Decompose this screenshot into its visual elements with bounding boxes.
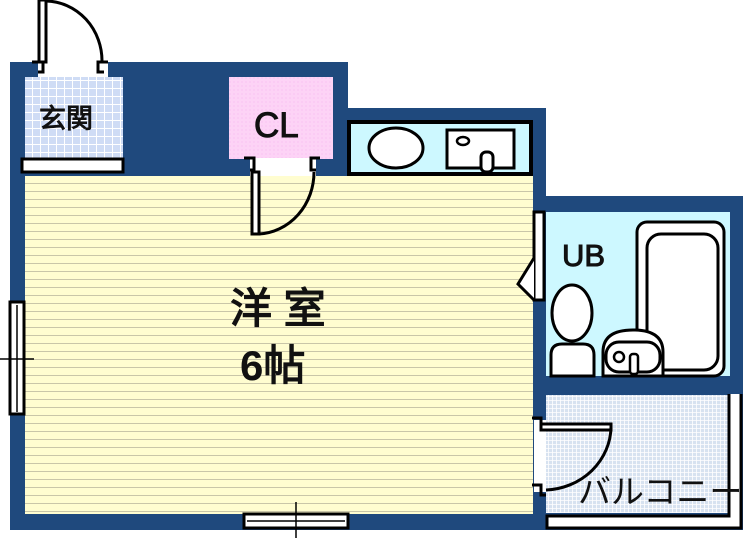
bathtub-inner-icon — [645, 232, 720, 372]
washbasin-faucet-icon — [628, 352, 640, 376]
closet-label: CL — [254, 106, 300, 145]
toilet-tank-icon — [549, 342, 596, 378]
south-window — [242, 502, 350, 538]
balcony-door-frame-bottom — [532, 483, 546, 497]
balcony-door-opening — [534, 420, 546, 492]
washbasin-drain-icon — [612, 350, 626, 364]
closet-floor — [229, 77, 333, 159]
closet-door-frame-right — [309, 156, 320, 172]
toilet-bowl-icon — [550, 283, 594, 343]
bath-label: UB — [561, 238, 606, 273]
main-room-label: 洋 室 — [230, 285, 326, 332]
entrance-label: 玄関 — [39, 104, 93, 134]
balcony-label: バルコニー — [578, 473, 743, 510]
stove-icon — [367, 126, 425, 170]
balcony-rail — [545, 394, 743, 530]
bath-door — [532, 210, 546, 302]
kitchen-drain-icon — [455, 135, 471, 147]
main-room-floor — [25, 176, 533, 514]
closet-door-swing — [258, 171, 316, 236]
entrance-door-opening — [38, 62, 108, 77]
west-window — [0, 300, 34, 416]
entrance-step — [20, 157, 125, 174]
balcony-door-swing — [545, 426, 613, 492]
entrance-door-leaf — [37, 0, 48, 64]
balcony-floor — [546, 395, 729, 513]
closet-door-leaf — [250, 170, 261, 236]
entrance-floor — [25, 77, 123, 159]
closet-door-frame-left — [244, 156, 256, 172]
bath-door-arrow — [516, 257, 536, 302]
kitchen-faucet-icon — [479, 150, 495, 174]
closet-door-opening — [250, 158, 316, 176]
entrance-door-swing — [45, 0, 104, 63]
main-room-size: 6帖 — [240, 342, 306, 389]
balcony-door-leaf — [539, 422, 613, 432]
